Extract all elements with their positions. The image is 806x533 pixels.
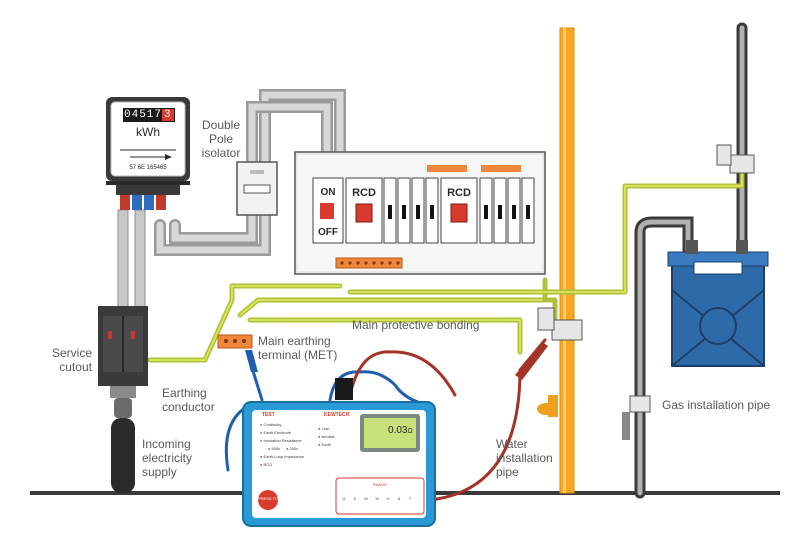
option-label: Insulation Resistance: [263, 438, 302, 443]
service-cutout-label: Service cutout: [36, 346, 92, 374]
cutout-tails: [117, 209, 146, 316]
range-mark[interactable]: K: [353, 496, 357, 501]
double-pole-isolator-label: Double Pole isolator: [193, 118, 249, 160]
water-pipe-label: Water installation pipe: [496, 437, 553, 479]
tester-display-value: 0.03: [388, 425, 408, 436]
consumer-unit: [294, 151, 546, 275]
multifunction-tester: [242, 401, 436, 527]
water-bonding-clamp: [537, 307, 583, 417]
tester-display: 0.03Ω: [388, 424, 413, 439]
earthing-conductor-label: Earthing conductor: [162, 386, 215, 414]
main-switch-off-label: OFF: [318, 227, 338, 238]
option-label: Earth Electrode: [263, 430, 292, 435]
gas-bonding-clamp: [622, 144, 755, 440]
option-line[interactable]: ● Line: [318, 426, 330, 431]
range-mark[interactable]: %: [375, 496, 379, 501]
range-mark[interactable]: T: [408, 496, 412, 501]
tester-range-label: RANGE: [372, 482, 388, 487]
meter-reading-red-digit: 3: [162, 109, 174, 121]
option-rcd[interactable]: ● RCD: [260, 462, 273, 467]
label-line: Incoming: [142, 437, 191, 451]
meter-unit: kWh: [136, 125, 160, 139]
option-label: RCD: [263, 462, 273, 467]
double-pole-isolator: [236, 161, 278, 216]
service-cutout: [98, 306, 148, 493]
label-line: Earthing: [162, 386, 207, 400]
option-label: Earth: [321, 442, 332, 447]
main-bonding-label: Main protective bonding: [352, 318, 480, 332]
tester-display-unit: Ω: [407, 428, 413, 435]
label-line: pipe: [496, 465, 519, 479]
label-line: Main earthing: [258, 334, 331, 348]
water-pipe: [559, 27, 575, 494]
label-line: electricity: [142, 451, 193, 465]
option-250v[interactable]: ● 250v: [286, 446, 299, 451]
range-mark[interactable]: V: [386, 496, 390, 501]
range-mark[interactable]: Ω: [342, 496, 346, 501]
meter-serial: 57 6E 165465: [129, 165, 167, 171]
option-earth-loop-impedance[interactable]: ● Earth Loop Impedance: [260, 454, 305, 459]
label-line: Pole: [208, 132, 234, 146]
option-500v[interactable]: ● 500v: [268, 446, 281, 451]
label-line: isolator: [201, 146, 241, 160]
option-label: 500v: [271, 446, 281, 451]
rcd-label-2: RCD: [447, 187, 471, 199]
tester-brand: KEWTECH: [324, 412, 350, 418]
label-line: Service: [51, 346, 92, 360]
meter-reading-digits: 04517: [124, 109, 163, 121]
incoming-supply-label: Incoming electricity supply: [142, 437, 192, 479]
earth-conductors: [147, 162, 745, 363]
option-label: Continuity: [263, 422, 282, 427]
tester-test-label: TEST: [262, 412, 275, 418]
label-line: conductor: [162, 400, 215, 414]
option-label: Earth Loop Impedance: [263, 454, 305, 459]
label-line: terminal (MET): [258, 348, 338, 362]
option-label: 250v: [289, 446, 299, 451]
option-label: Neutral: [321, 434, 335, 439]
option-insulation-resistance[interactable]: ● Insulation Resistance: [260, 438, 302, 443]
gas-pipes: [634, 22, 748, 499]
range-mark[interactable]: A: [397, 496, 401, 501]
label-line: supply: [142, 465, 177, 479]
option-label: Line: [321, 426, 330, 431]
label-line: Double: [201, 118, 241, 132]
rcd-label-1: RCD: [352, 187, 376, 199]
option-neutral[interactable]: ● Neutral: [318, 434, 335, 439]
label-line: installation: [496, 451, 553, 465]
main-earthing-terminal: [217, 334, 253, 349]
test-probes: [245, 342, 548, 380]
label-line: Water: [496, 437, 528, 451]
option-earth-electrode[interactable]: ● Earth Electrode: [260, 430, 292, 435]
option-earth[interactable]: ● Earth: [318, 442, 332, 447]
gas-meter: [667, 240, 769, 367]
main-switch-on-label: ON: [320, 187, 336, 198]
label-line: cutout: [59, 360, 92, 374]
range-mark[interactable]: M: [364, 496, 368, 501]
test-leads: [224, 338, 547, 502]
gas-pipe-label: Gas installation pipe: [662, 398, 771, 412]
option-continuity[interactable]: ● Continuity: [260, 422, 282, 427]
met-label: Main earthing terminal (MET): [258, 334, 337, 362]
press-to-test-button[interactable]: PRESS TO TEST: [258, 496, 290, 501]
